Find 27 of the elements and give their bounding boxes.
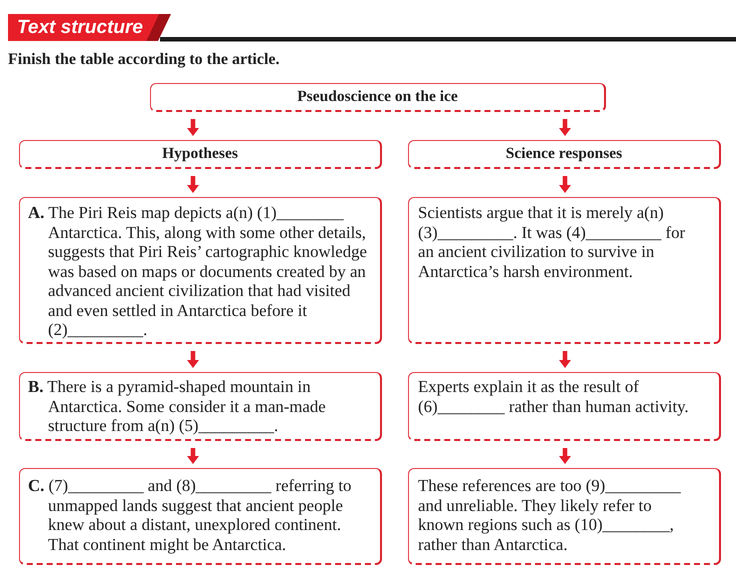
arrow bbox=[559, 351, 571, 368]
title-text: Pseudoscience on the ice bbox=[297, 88, 458, 106]
column-heading: Hypotheses bbox=[162, 145, 238, 163]
column-header-box bbox=[19, 140, 382, 169]
column-heading: Science responses bbox=[506, 145, 622, 163]
response-box bbox=[408, 197, 721, 344]
arrow bbox=[187, 351, 199, 368]
response-text: These references are too (9)_________ and unreliable. They likely refer to known regions such as (10)________, rather than Antarctica. bbox=[418, 476, 682, 554]
response-text: Experts explain it as the result of (6)________ rather than human activity. bbox=[418, 377, 690, 416]
arrow bbox=[187, 176, 199, 193]
response-box bbox=[408, 468, 721, 565]
hypothesis-text: C. (7)_________ and (8)_________ referring to unmapped lands suggest that ancient people knew about a distant, unexplored continent. That continent might be Antarctica. bbox=[28, 476, 352, 554]
arrow bbox=[187, 448, 199, 464]
response-text: Scientists argue that it is merely a(n) (3)_________. It was (4)_________ for an ancient civilization to survive in Antarctica’s harsh environment. bbox=[418, 203, 686, 281]
hypothesis-box bbox=[19, 468, 382, 565]
title-box bbox=[150, 83, 606, 112]
hypothesis-box bbox=[19, 372, 382, 441]
arrow bbox=[559, 176, 571, 193]
arrow bbox=[559, 119, 571, 136]
column-header-box bbox=[408, 140, 721, 169]
section-title-banner: Text structure bbox=[8, 14, 171, 41]
response-box bbox=[408, 372, 721, 441]
arrow bbox=[559, 448, 571, 464]
instruction-text: Finish the table according to the article. bbox=[8, 51, 280, 69]
hypothesis-text: A. The Piri Reis map depicts a(n) (1)________ Antarctica. This, along with some other details, suggests that Piri Reis’ cartographic knowledge was based on maps or documents created by an advanced ancient civilization that had visited and even settled in Antarctica before it (2)_________. bbox=[28, 203, 368, 340]
hypothesis-text: B. There is a pyramid-shaped mountain in Antarctica. Some consider it a man-made structure from a(n) (5)_________. bbox=[28, 377, 327, 436]
arrow bbox=[187, 119, 199, 136]
